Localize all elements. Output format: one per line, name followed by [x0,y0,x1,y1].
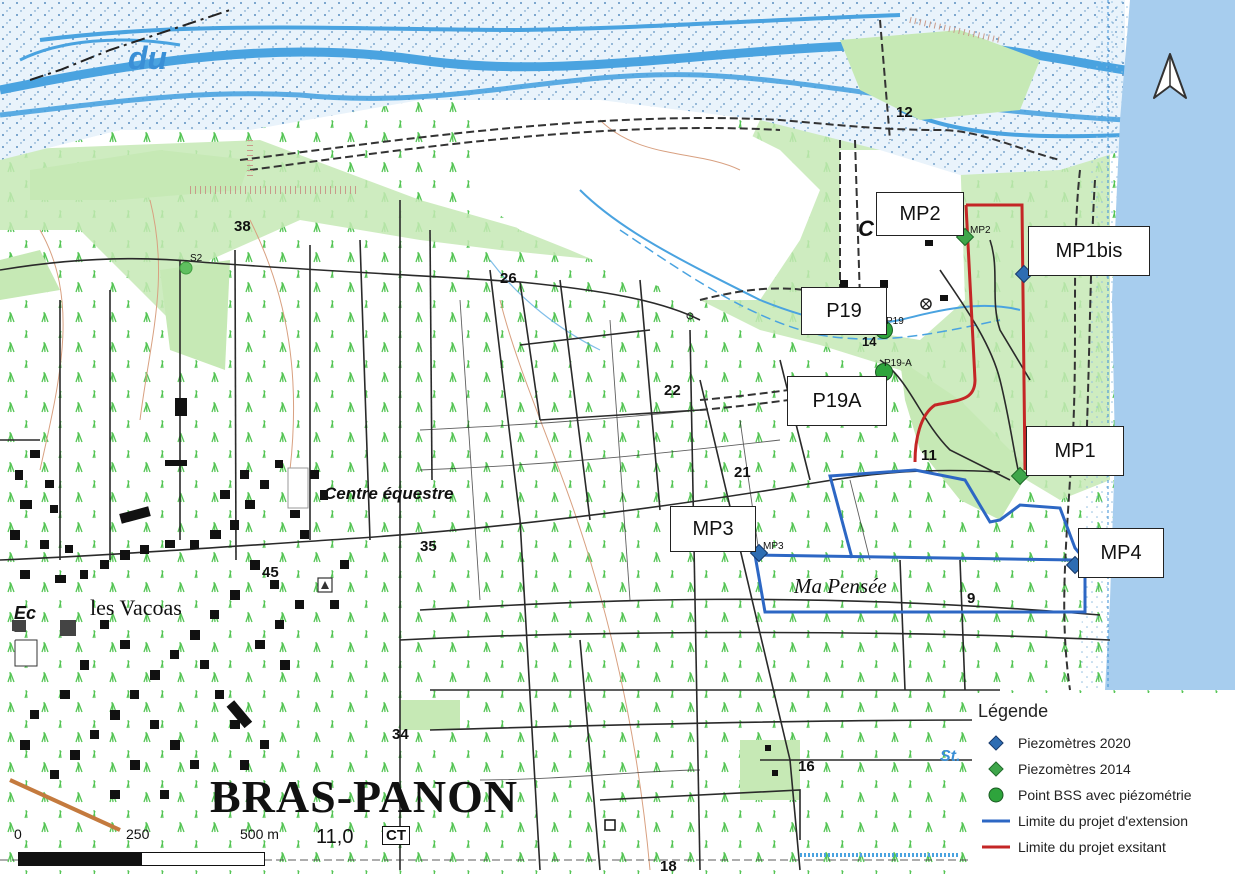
legend-item-point-bss: Point BSS avec piézométrie [978,782,1235,808]
legend-item-label: Limite du projet d'extension [1018,813,1188,829]
place-st: St. [940,748,961,765]
mp1-marker[interactable] [1010,466,1030,486]
mp4-label[interactable]: MP4 [1078,528,1164,578]
mp3-label[interactable]: MP3 [670,506,756,552]
place-bras-panon: BRAS-PANON [210,771,519,822]
s2-small-label: S2 [190,253,203,264]
elevation-label: 11,0 [316,826,354,848]
place-centre-equestre: Centre équestre [324,484,454,503]
legend: Légende Piezomètres 2020 Piezomètres 201… [972,693,1235,874]
mp1-label[interactable]: MP1 [1026,426,1124,476]
scale-bar: 0 250 500 m [10,822,310,874]
elevation-label: 26 [500,270,517,287]
place-les-vacoas: les Vacoas [90,595,182,620]
elevation-label: 34 [392,726,409,743]
place-ma-pensee: Ma Pensée [794,574,887,598]
legend-title: Légende [978,701,1049,721]
p19-label[interactable]: P19 [801,287,887,335]
scale-bar-white [141,852,265,866]
elevation-label: 12 [896,104,913,121]
green-diamond-icon [988,761,1004,777]
legend-item-label: Limite du projet exsitant [1018,839,1166,855]
scale-tick-500: 500 m [240,826,279,842]
legend-item-label: Point BSS avec piézométrie [1018,787,1192,803]
elevation-label: 35 [420,538,437,555]
s2-point [179,261,193,275]
elevation-label: 21 [734,464,751,481]
elevation-label: 14 [862,334,877,349]
mp1bis-label[interactable]: MP1bis [1028,226,1150,276]
ct-marker: CT [382,826,410,845]
legend-item-label: Piezomètres 2020 [1018,735,1131,751]
p19a-label[interactable]: P19A [787,376,887,426]
elevation-label: 45 [262,564,279,581]
blue-diamond-icon [988,735,1004,751]
place-ec: Ec [14,603,37,623]
legend-item-extension-limit: Limite du projet d'extension [978,808,1235,834]
place-c: C [858,216,874,241]
scale-bar-black [18,852,142,866]
mp2-small-label: MP2 [970,225,991,236]
elevation-label: 6 [8,628,17,645]
scale-tick-0: 0 [14,826,22,842]
elevation-label: 16 [798,758,815,775]
elevation-label: 18 [660,858,677,875]
elevation-label: 9 [967,590,976,607]
elevation-label: 38 [234,218,251,235]
river-name: du [128,40,168,76]
red-line-icon [982,845,1010,849]
scale-tick-250: 250 [126,826,150,842]
elevation-label: 22 [664,382,681,399]
north-arrow-icon [1153,53,1187,99]
blue-line-icon [982,819,1010,823]
p19-small-label: P19 [886,316,904,327]
legend-item-piezometres-2014: Piezomètres 2014 [978,756,1235,782]
legend-item-existing-limit: Limite du projet exsitant [978,834,1235,860]
green-circle-icon [988,787,1004,803]
elevation-label: 11 [921,447,937,464]
legend-item-piezometres-2020: Piezomètres 2020 [978,730,1235,756]
p19a-small-label: P19-A [884,358,912,369]
mp3-small-label: MP3 [763,541,784,552]
mp2-label[interactable]: MP2 [876,192,964,236]
legend-item-label: Piezomètres 2014 [1018,761,1131,777]
